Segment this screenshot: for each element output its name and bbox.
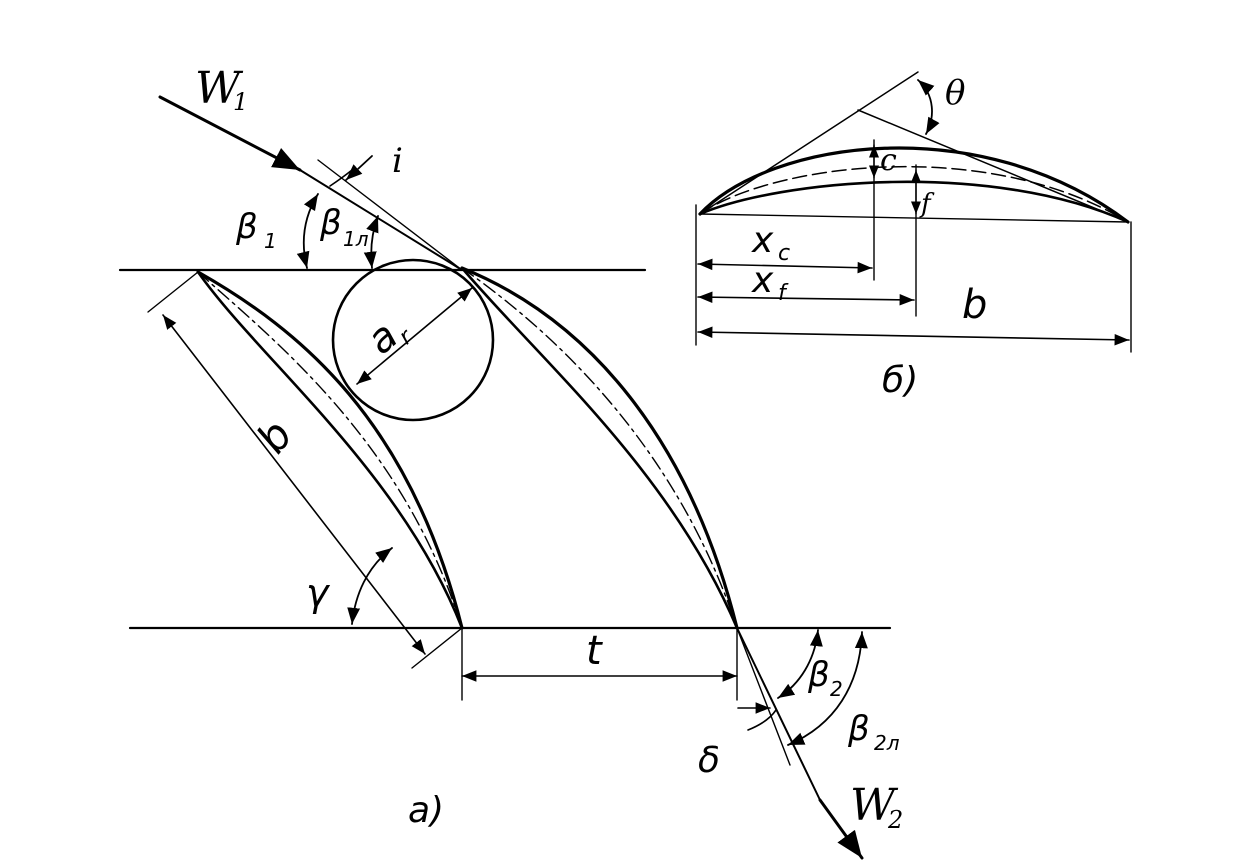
outlet-blade-angle-line [736, 627, 791, 766]
label-xc: x [751, 220, 774, 261]
label-max-camber: f [919, 189, 935, 219]
label-beta2l: β [847, 709, 870, 749]
profile-rear-tangent [857, 109, 1129, 223]
caption-a: а) [408, 790, 444, 831]
label-xf-sub: f [778, 281, 789, 306]
label-w2-sub: 2 [887, 806, 903, 834]
incidence-arrow [345, 155, 373, 181]
profile-tangent-line [699, 71, 919, 215]
profile-upper-surface [698, 146, 1130, 224]
label-w2: W [850, 780, 899, 831]
label-xf: x [751, 260, 774, 301]
label-beta2-sub: 2 [830, 677, 843, 701]
label-pitch: t [586, 628, 603, 674]
label-chord-b: b [962, 282, 987, 328]
label-camber-angle: θ [945, 73, 965, 113]
label-beta1-sub: 1 [264, 229, 277, 253]
label-w1-sub: 1 [233, 88, 248, 116]
profile-chord-dimension [697, 326, 1130, 346]
stagger-arc [347, 547, 393, 625]
beta1l-arc [363, 215, 379, 269]
deviation-arc [747, 709, 777, 731]
label-stagger: γ [306, 571, 331, 615]
blade-2-pressure-side [460, 266, 739, 630]
label-xc-sub: c [778, 241, 790, 266]
blade-1-mean-line [197, 271, 463, 629]
outlet-flow-line [736, 627, 821, 801]
blade-1-suction-side [196, 270, 464, 630]
xf-dimension [697, 291, 915, 306]
label-beta1: β [235, 207, 258, 247]
beta2l-arc [787, 631, 868, 746]
caption-b: б) [882, 360, 918, 401]
beta1-arc [296, 193, 319, 269]
label-deviation: δ [698, 740, 720, 781]
label-incidence: i [392, 141, 403, 181]
label-beta1l: β [319, 203, 342, 243]
blade-2-mean-line [461, 267, 738, 629]
label-chord-a: b [247, 411, 302, 462]
inlet-flow-line [299, 169, 463, 271]
label-w1: W [195, 63, 244, 114]
inlet-flow-arrow [158, 95, 302, 172]
blade-1-pressure-side [196, 270, 464, 630]
profile-chord-line [699, 213, 1129, 223]
label-beta2: β [807, 655, 830, 695]
profile-lower-surface [698, 180, 1130, 224]
profile-mean-line [699, 165, 1129, 223]
outlet-flow-arrow [818, 798, 864, 860]
xc-dimension [697, 258, 873, 274]
label-beta2l-sub: 2л [874, 731, 900, 755]
chord-ext-top [147, 271, 199, 313]
label-beta1l-sub: 1л [343, 227, 369, 251]
chord-ext-bottom [411, 627, 463, 669]
camber-angle-arc [917, 79, 940, 135]
blade-2-suction-side [460, 266, 739, 630]
label-max-thickness: c [880, 143, 897, 178]
chord-dimension [162, 314, 426, 655]
